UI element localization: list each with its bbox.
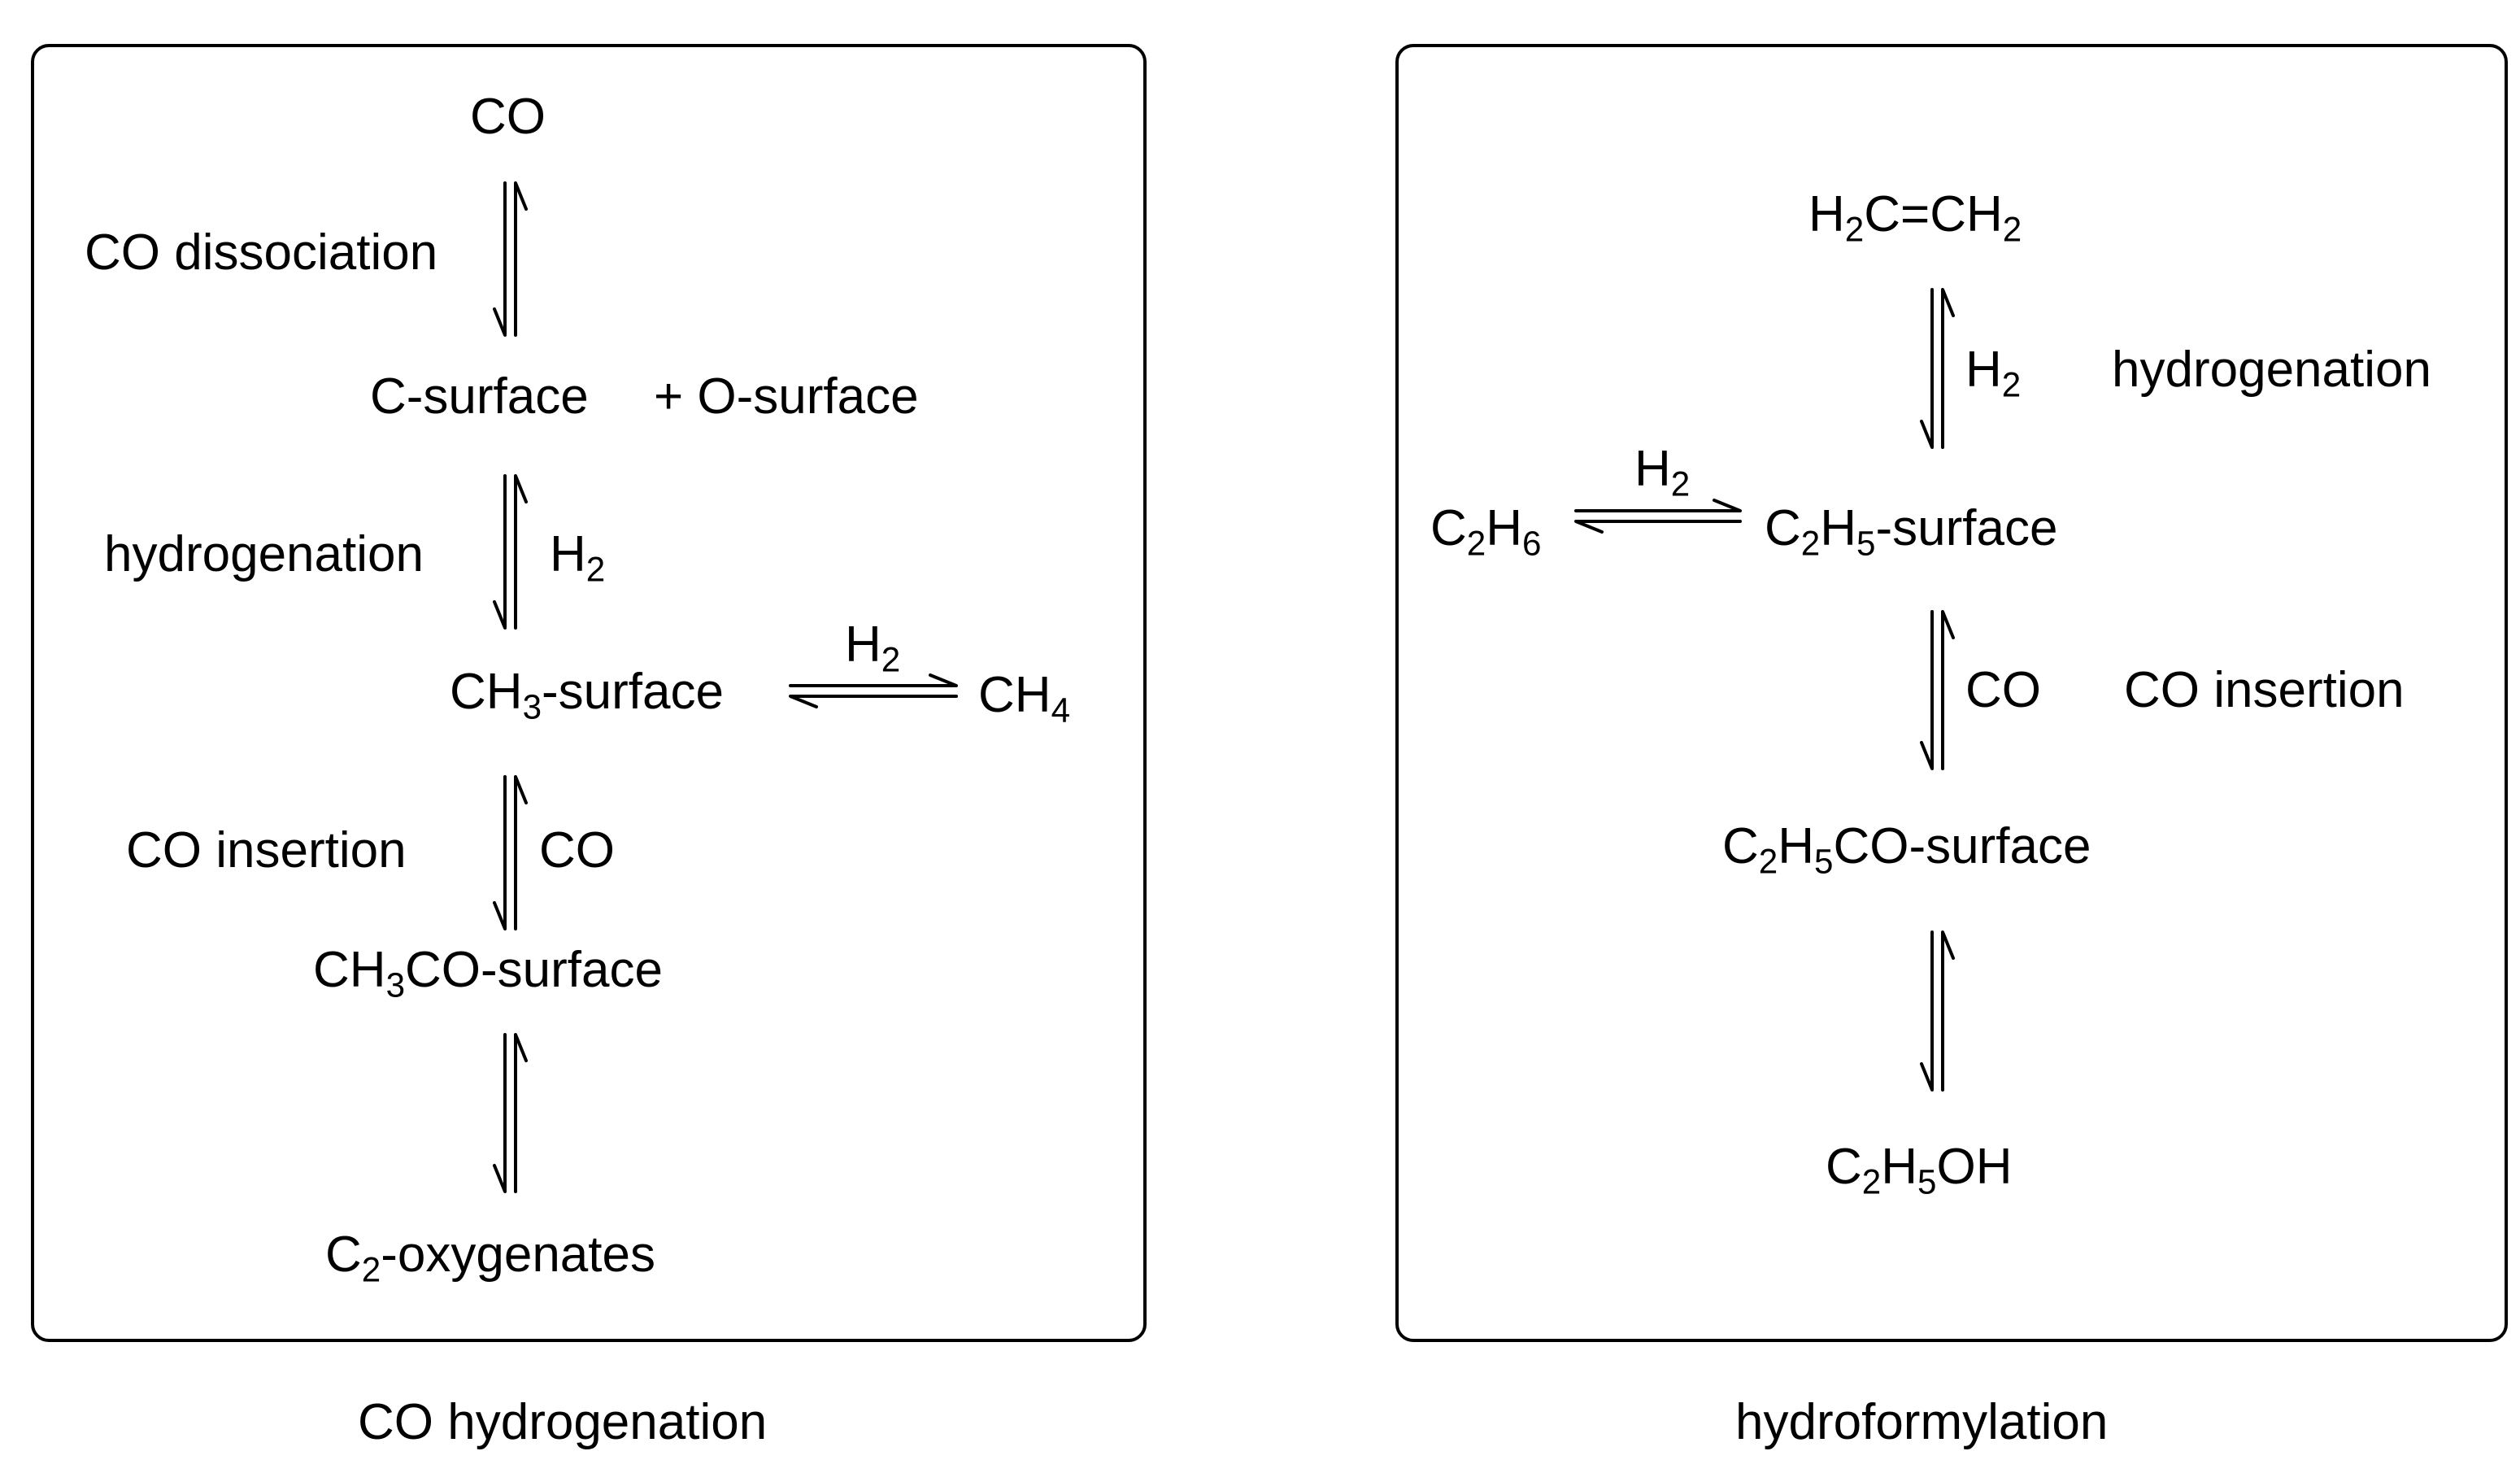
co-insertion-label: CO insertion xyxy=(126,822,407,878)
c2h5co-surface-label: C2H5CO-surface xyxy=(1722,818,2091,881)
equilibrium-arrow-icon xyxy=(1920,288,1955,449)
equilibrium-arrow-icon xyxy=(1920,610,1955,770)
equilibrium-arrow-icon xyxy=(1574,499,1742,534)
hydroformylation-panel xyxy=(1395,44,2508,1342)
equilibrium-arrow-icon xyxy=(1920,930,1955,1092)
equilibrium-arrow-icon xyxy=(493,181,528,337)
co-reagent-label: CO xyxy=(539,822,615,878)
ethylene-label: H2C=CH2 xyxy=(1808,186,2022,249)
equilibrium-arrow-icon xyxy=(493,474,528,630)
co-dissociation-label: CO dissociation xyxy=(85,224,438,281)
ethane-label: C2H6 xyxy=(1430,500,1542,563)
co-hydrogenation-panel xyxy=(31,44,1147,1342)
h2-to-ethane-label: H2 xyxy=(1634,441,1691,503)
equilibrium-arrow-icon xyxy=(789,673,958,708)
c2h5-surface-label: C2H5-surface xyxy=(1765,500,2058,563)
equilibrium-arrow-icon xyxy=(493,775,528,930)
h2-reagent-label: H2 xyxy=(1965,342,2022,404)
hydrogenation-label: hydrogenation xyxy=(104,526,424,582)
c2-oxygenates-label: C2-oxygenates xyxy=(325,1227,655,1289)
ch3-surface-label: CH3-surface xyxy=(450,664,724,726)
equilibrium-arrow-icon xyxy=(493,1033,528,1193)
co-label: CO xyxy=(470,89,546,145)
c-surface-label: C-surface xyxy=(370,368,589,425)
h2-reagent-label: H2 xyxy=(550,526,606,589)
ch4-label: CH4 xyxy=(978,667,1071,730)
h2-methanation-label: H2 xyxy=(845,617,901,679)
co-hydrogenation-caption: CO hydrogenation xyxy=(358,1394,768,1450)
hydroformylation-caption: hydroformylation xyxy=(1735,1394,2109,1450)
ethanol-label: C2H5OH xyxy=(1826,1139,2013,1201)
hydrogenation-label: hydrogenation xyxy=(2112,342,2431,398)
co-insertion-label: CO insertion xyxy=(2124,662,2405,718)
ch3co-surface-label: CH3CO-surface xyxy=(313,942,663,1005)
co-reagent-label: CO xyxy=(1965,662,2041,718)
o-surface-label: + O-surface xyxy=(654,368,919,425)
